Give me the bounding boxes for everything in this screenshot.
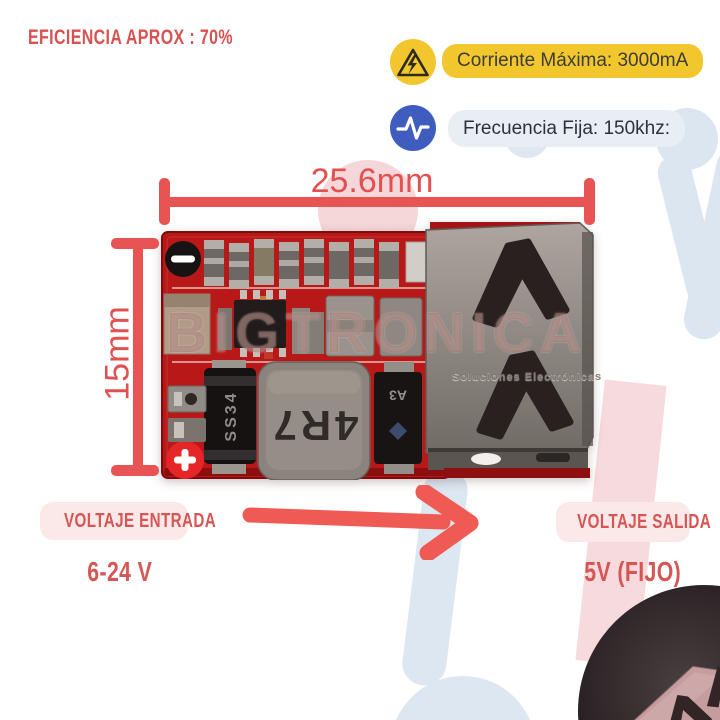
inductor-label: 4R7 xyxy=(269,402,358,449)
height-dimension-label: 15mm xyxy=(98,306,137,401)
capacitors-and-ic xyxy=(163,290,423,359)
usb-a-connector xyxy=(425,222,594,478)
decor-blue-ball xyxy=(390,676,536,720)
frequency-badge: Frecuencia Fija: 150khz: xyxy=(448,110,685,147)
plus-polarity-icon xyxy=(166,441,204,479)
input-voltage-pill: VOLTAJE ENTRADA xyxy=(40,502,216,540)
watermark-tagline: Soluciones Electrónicas xyxy=(452,371,603,383)
output-voltage-title: VOLTAJE SALIDA xyxy=(577,511,712,533)
height-dimension-line xyxy=(133,243,143,471)
buck-ic xyxy=(234,300,286,348)
input-voltage-title: VOLTAJE ENTRADA xyxy=(64,510,217,532)
pulse-wave-icon xyxy=(390,105,436,151)
input-voltage-value: 6-24 V xyxy=(87,556,153,587)
inductor-4r7: 4R7 xyxy=(257,361,371,480)
watermark-logo: BIGTRONICA xyxy=(166,301,587,365)
smd-resistor-row xyxy=(204,239,433,289)
warning-triangle-bolt-icon xyxy=(390,39,436,85)
height-dimension-cap-top xyxy=(111,238,159,249)
width-dimension-cap-right xyxy=(584,178,595,225)
usb-closeup-photo xyxy=(578,585,720,720)
minus-polarity-icon xyxy=(165,241,201,277)
diode-a3-label: A3 xyxy=(389,387,407,403)
width-dimension-cap-left xyxy=(159,178,170,225)
width-dimension-line xyxy=(163,197,593,207)
height-dimension-cap-bottom xyxy=(111,465,159,476)
module-photo: SS34 4R7 A3 xyxy=(161,222,594,480)
left-small-parts xyxy=(167,385,207,442)
usb-spring-cutouts xyxy=(472,238,574,440)
width-dimension-label: 25.6mm xyxy=(310,162,434,200)
usb-closeup-art xyxy=(618,665,720,720)
efficiency-text: EFICIENCIA APROX : 70% xyxy=(28,26,233,49)
output-voltage-value: 5V (FIJO) xyxy=(584,556,682,587)
right-arrow-icon xyxy=(242,485,479,560)
diode-ss34: SS34 xyxy=(204,360,256,474)
current-badge: Corriente Máxima: 3000mA xyxy=(442,44,704,78)
efficiency-label: EFICIENCIA APROX : 70% xyxy=(28,26,298,50)
output-voltage-pill: VOLTAJE SALIDA xyxy=(556,502,711,542)
diode-a3: A3 xyxy=(374,362,422,474)
diode-label: SS34 xyxy=(223,390,240,441)
